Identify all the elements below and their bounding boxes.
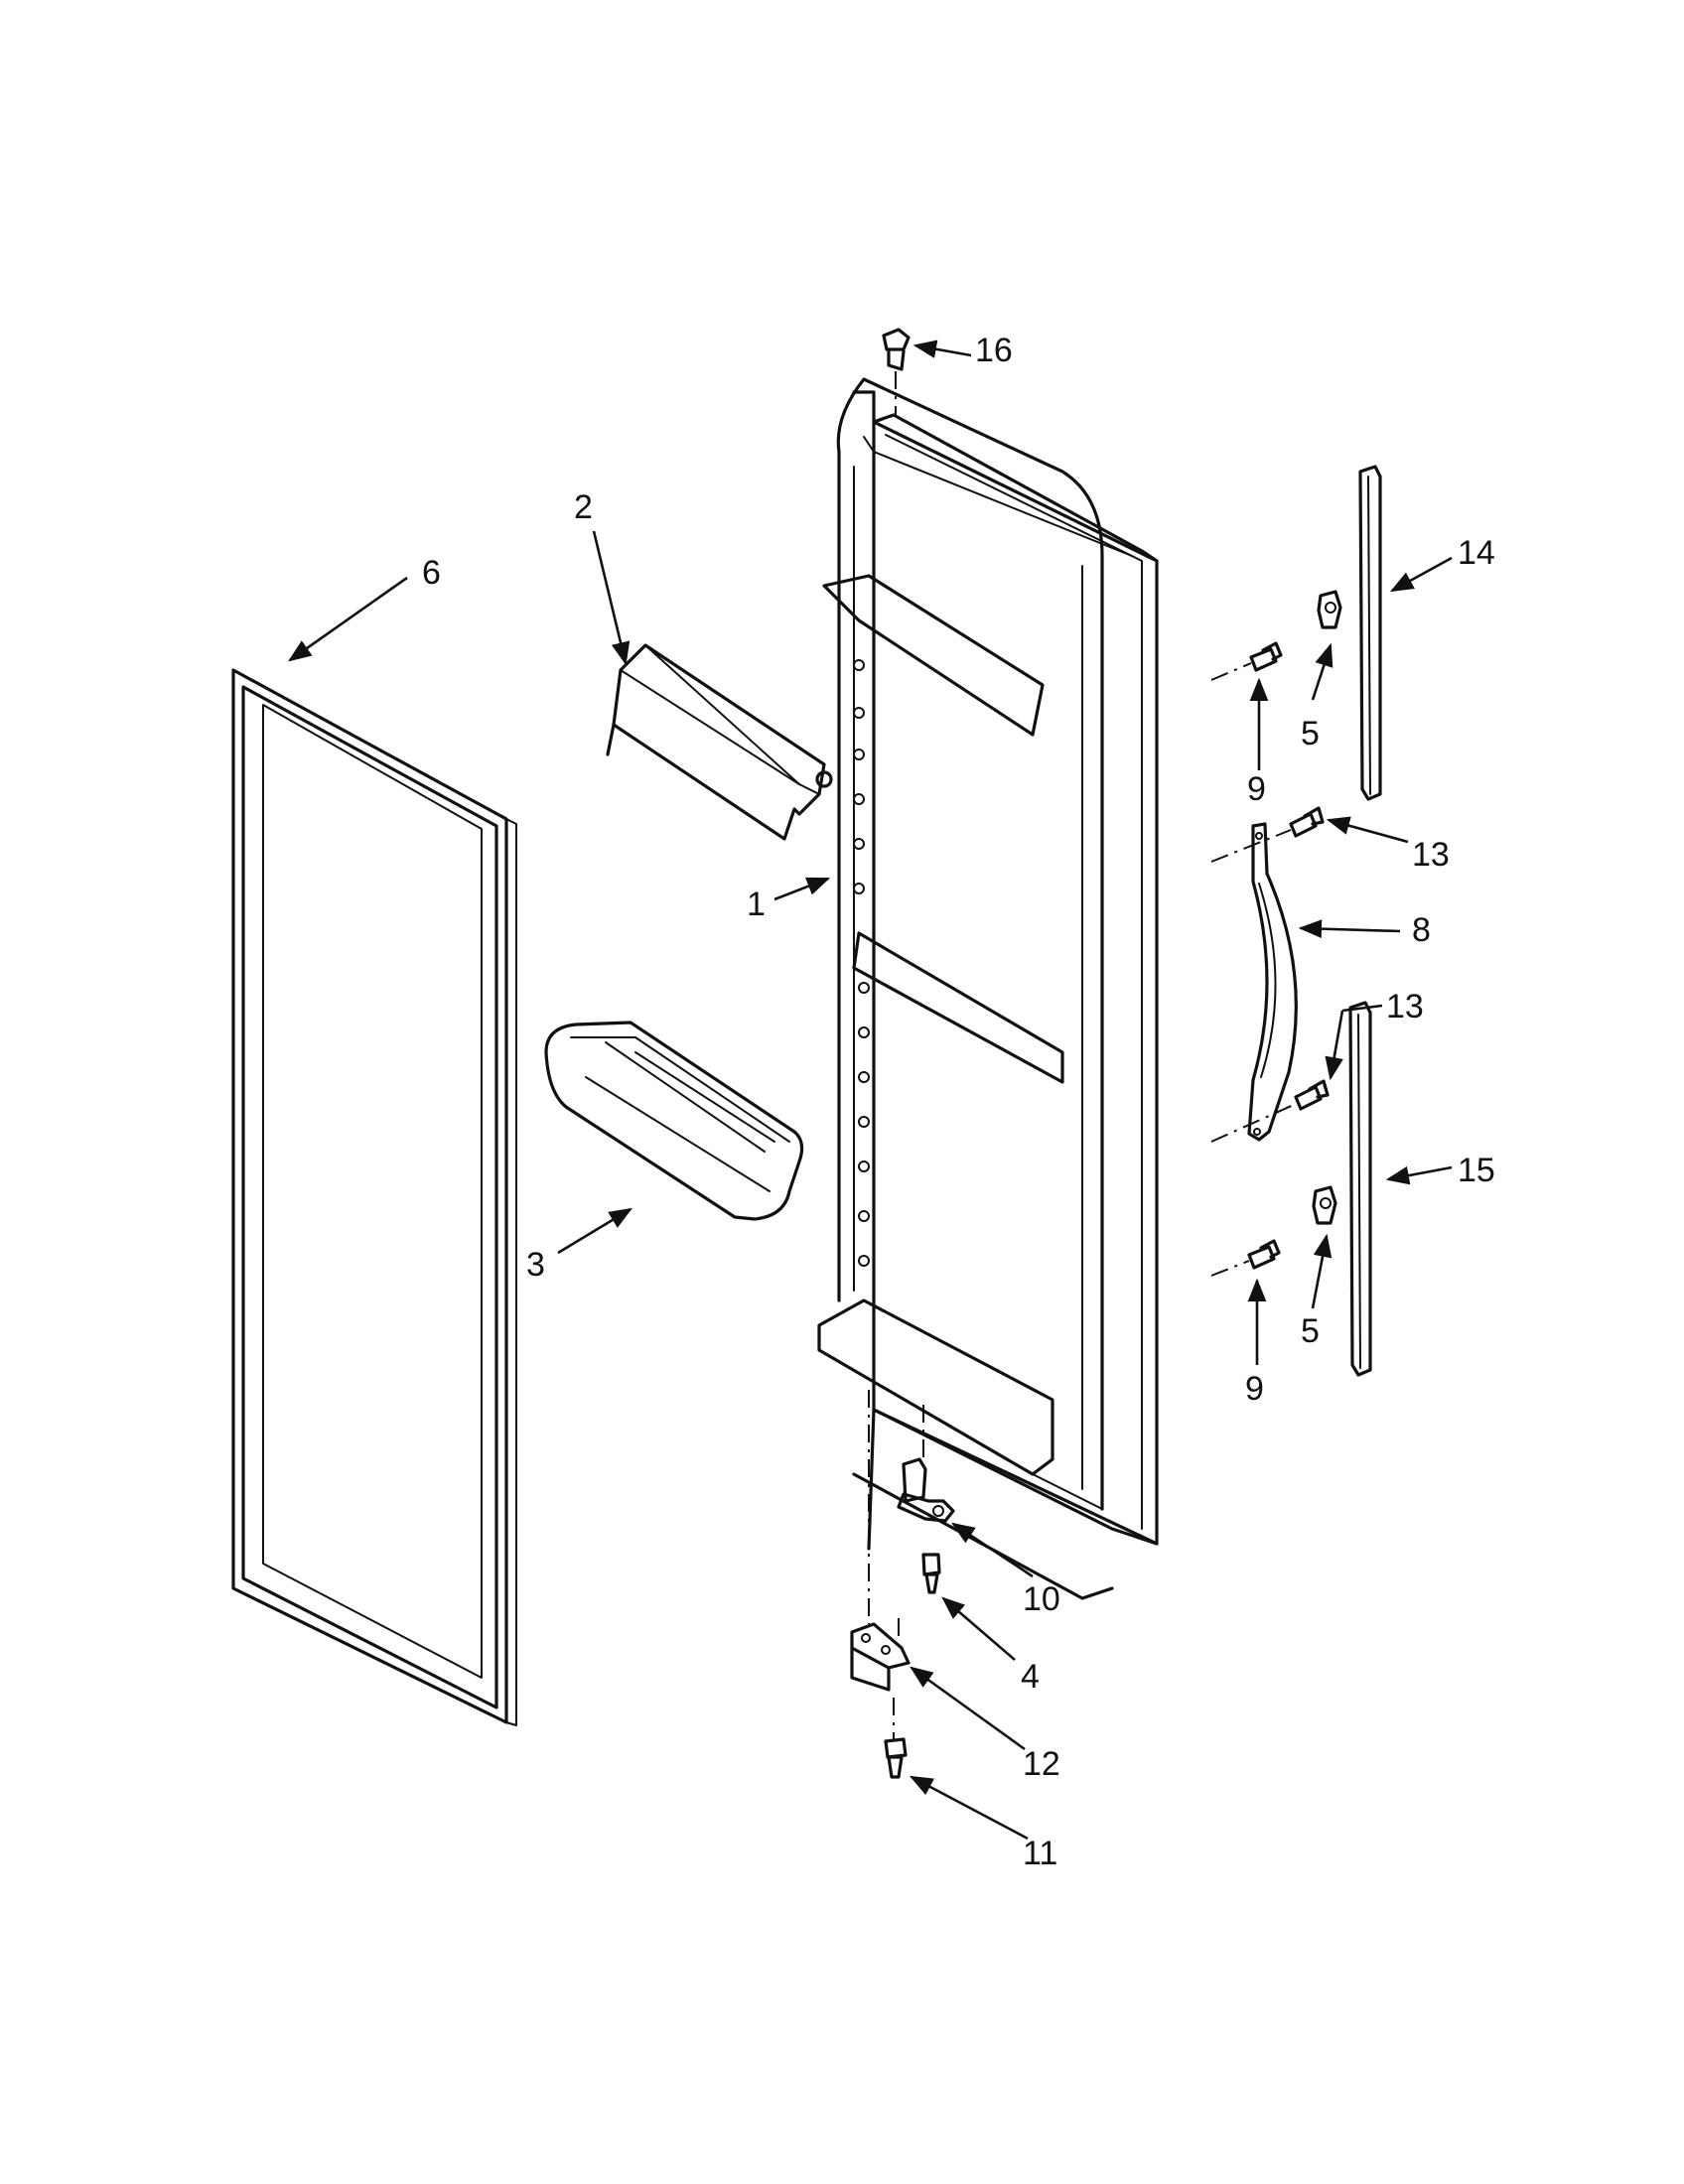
door-gasket-part [231, 668, 517, 1726]
callout-2: 2 [574, 488, 593, 526]
callout-5-top: 5 [1301, 715, 1320, 752]
shelf-peg-holes [853, 659, 870, 1267]
clip-bottom-part [1312, 1185, 1337, 1225]
callout-6: 6 [422, 554, 441, 592]
callout-16: 16 [975, 332, 1013, 369]
callout-labels: 16 2 6 14 5 9 13 1 8 13 15 3 5 9 10 4 12… [422, 332, 1495, 1872]
callout-4: 4 [1021, 1658, 1040, 1696]
callout-9-top: 9 [1247, 770, 1266, 808]
callout-12: 12 [1023, 1745, 1060, 1783]
callout-14: 14 [1458, 534, 1495, 572]
screw-11-part [884, 1698, 908, 1779]
callout-1: 1 [747, 886, 766, 923]
screw-4-part [921, 1553, 941, 1594]
callout-13-top: 13 [1412, 836, 1450, 874]
door-handle-part [1247, 822, 1298, 1142]
clip-top-part [1317, 590, 1342, 629]
hinge-bracket-part [850, 1390, 911, 1692]
callout-13-bottom: 13 [1386, 988, 1424, 1025]
leader-lines [288, 340, 1453, 1841]
door-bin-part [544, 1021, 804, 1221]
hinge-pin-part [897, 1405, 955, 1523]
callout-5-bottom: 5 [1301, 1312, 1320, 1350]
trim-strip-top-part [1358, 465, 1382, 801]
callout-11: 11 [1023, 1835, 1057, 1872]
door-liner-part [817, 377, 1159, 1600]
callout-8: 8 [1412, 911, 1431, 949]
callout-10: 10 [1023, 1580, 1060, 1618]
screw-13-bottom-part [1210, 1079, 1330, 1143]
screw-9-top-part [1210, 641, 1283, 681]
dairy-compartment-part [606, 643, 833, 841]
callout-3: 3 [526, 1246, 545, 1284]
trim-strip-bottom-part [1348, 1001, 1372, 1377]
door-plug-part [882, 328, 911, 417]
callout-9-bottom: 9 [1245, 1370, 1264, 1408]
screw-13-top-part [1210, 806, 1325, 863]
screw-9-bottom-part [1210, 1239, 1281, 1277]
callout-15: 15 [1458, 1152, 1495, 1189]
